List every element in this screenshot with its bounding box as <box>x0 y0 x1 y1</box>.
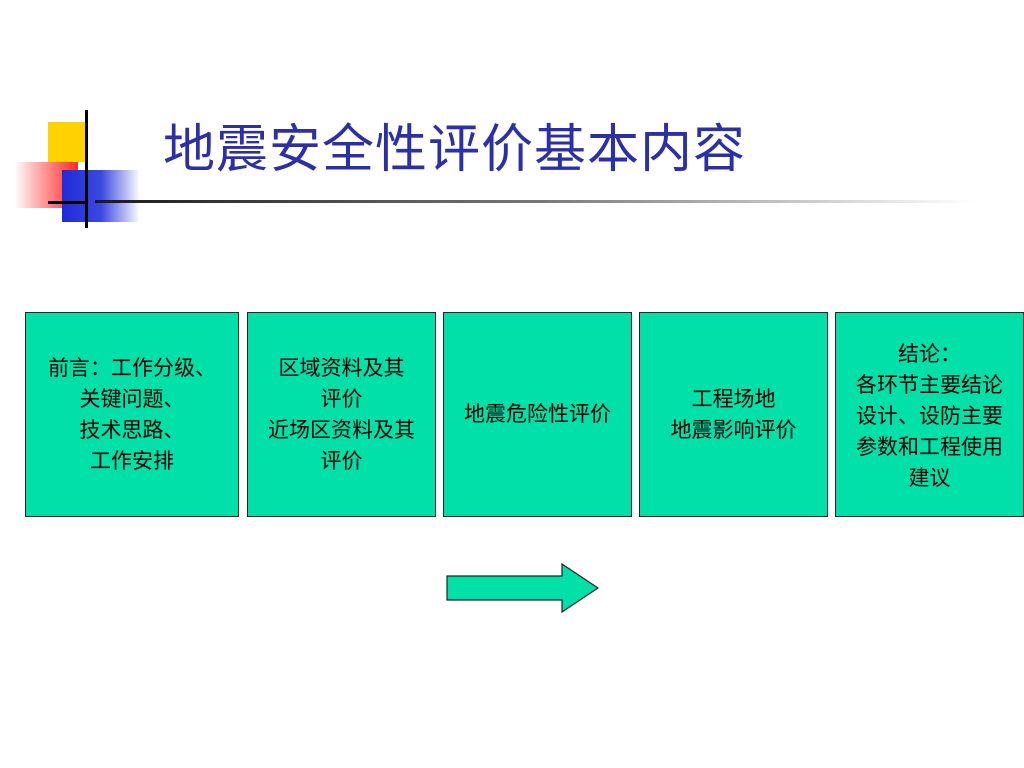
box-line: 前言：工作分级、 <box>48 355 216 380</box>
box-line: 各环节主要结论 <box>856 373 1003 397</box>
box-line: 参数和工程使用 <box>856 435 1003 459</box>
arrow-shape <box>446 563 600 613</box>
box-line: 地震危险性评价 <box>464 402 611 426</box>
logo-blue-square <box>62 170 140 222</box>
decorative-logo <box>0 0 160 240</box>
box-line: 评价 <box>320 448 363 473</box>
slide-title: 地震安全性评价基本内容 <box>163 120 747 180</box>
box-line: 近场区资料及其 <box>268 417 415 442</box>
box-line: 建议 <box>908 466 951 490</box>
box-line: 地震影响评价 <box>670 417 797 442</box>
box-line: 工程场地 <box>691 386 776 411</box>
flow-box-site-impact: 工程场地 地震影响评价 <box>639 312 828 517</box>
flow-box-preface: 前言：工作分级、 关键问题、 技术思路、 工作安排 <box>25 312 239 517</box>
logo-vertical-line <box>85 110 88 228</box>
flow-box-regional-data: 区域资料及其 评价 近场区资料及其 评价 <box>247 312 436 517</box>
flow-box-conclusion: 结论： 各环节主要结论 设计、设防主要 参数和工程使用 建议 <box>835 312 1024 517</box>
box-line: 评价 <box>320 386 363 411</box>
flow-box-seismic-hazard: 地震危险性评价 <box>443 312 632 517</box>
box-line: 关键问题、 <box>79 386 185 411</box>
right-arrow-icon <box>446 563 600 613</box>
box-line: 技术思路、 <box>79 417 185 442</box>
logo-yellow-square <box>48 122 88 162</box>
box-line: 工作安排 <box>90 448 174 473</box>
logo-horizontal-line <box>48 201 88 204</box>
box-line: 区域资料及其 <box>278 355 405 380</box>
box-line: 设计、设防主要 <box>856 404 1003 428</box>
box-line: 结论： <box>898 342 961 366</box>
title-underline <box>95 200 975 203</box>
